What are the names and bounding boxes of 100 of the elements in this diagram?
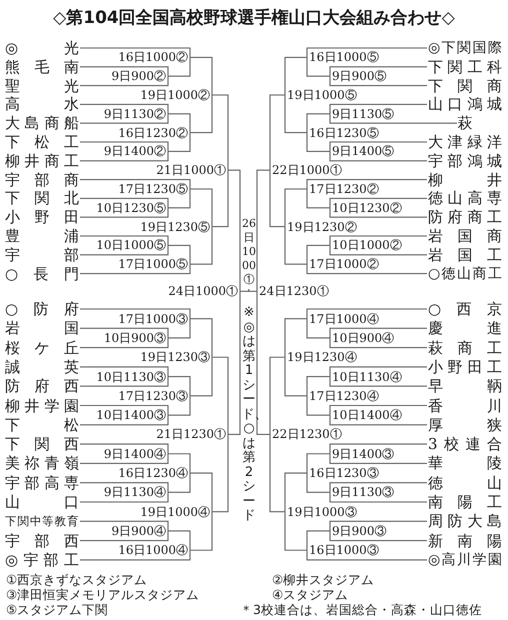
bracket-line <box>80 198 169 208</box>
bracket-line <box>228 170 241 292</box>
bracket-line <box>240 289 250 292</box>
bracket-line <box>80 328 169 338</box>
match-label: 17日1230② <box>307 182 379 196</box>
bracket-line <box>269 94 285 170</box>
bracket-line <box>80 308 191 319</box>
bracket-line <box>306 308 427 319</box>
match-label: 10日1400④ <box>330 408 402 422</box>
match-label: 19日1000② <box>140 88 212 102</box>
team-name: 柳井 <box>428 170 502 189</box>
match-label: 10日900③ <box>104 330 168 345</box>
team-name: 宇部 <box>5 246 79 264</box>
bracket-line <box>190 318 213 358</box>
team-name: 慶進 <box>428 319 502 338</box>
bracket-line <box>80 114 169 124</box>
match-label: 19日1000③ <box>285 504 357 519</box>
match-label: 9日1400⑤ <box>330 144 394 158</box>
bracket-line <box>329 104 427 114</box>
team-name: 桜ケ丘 <box>5 338 79 357</box>
bracket-line <box>190 472 213 512</box>
bracket-line <box>168 396 191 416</box>
seed-note: ※◎は第1シード、○は第2シード <box>242 306 256 524</box>
team-name: 宇部高専 <box>5 474 79 492</box>
stadium-note: ①西京きずなスタジアム <box>6 573 148 587</box>
team-name: 岩国 <box>5 319 79 338</box>
bracket-line <box>306 550 427 560</box>
match-label: 21日1230① <box>156 427 228 442</box>
bracket-line <box>306 47 427 58</box>
bracket-line <box>284 226 307 265</box>
match-label: 24日1230① <box>257 284 329 298</box>
match-label: 17日1000④ <box>307 312 379 326</box>
team-name: 華陵 <box>428 454 502 472</box>
bracket-line <box>80 520 169 531</box>
match-label: 9日1130④ <box>104 485 168 500</box>
match-label: 24日1000① <box>168 284 240 298</box>
bracket-line <box>306 453 330 474</box>
stadium-note: ④スタジアム <box>272 588 348 602</box>
bracket-line <box>329 376 427 387</box>
match-label: 17日1230④ <box>307 388 379 403</box>
team-name: 岩国商 <box>428 227 502 245</box>
team-name: 下関商 <box>428 76 502 95</box>
match-label: 16日1230② <box>118 126 190 140</box>
bracket-line <box>256 170 270 292</box>
team-name: 大島商船 <box>5 114 79 132</box>
team-name: 防府商工 <box>428 208 502 226</box>
bracket-line <box>80 482 169 492</box>
footnote: ＊3校連合は、岩国総合・高森・山口徳佐 <box>240 603 482 617</box>
match-label: 16日1230④ <box>118 466 190 480</box>
match-label: 22日1000① <box>270 163 342 178</box>
team-name: 徳山 <box>428 474 502 492</box>
bracket-line <box>80 264 191 274</box>
team-name: 下関北 <box>5 189 79 208</box>
team-name: 岩国工 <box>428 246 502 264</box>
bracket-line <box>269 434 285 512</box>
match-label: 9日1130③ <box>330 485 394 500</box>
bracket-line <box>329 66 427 76</box>
match-label: 9日1130⑤ <box>330 106 394 121</box>
title: ◇第104回全国高校野球選手権山口大会組み合わせ◇ <box>52 7 456 29</box>
match-label: 9日1400② <box>104 144 168 158</box>
bracket-line <box>306 396 330 416</box>
bracket-line <box>329 492 427 503</box>
bracket-line <box>190 188 213 227</box>
match-label: 10日1230② <box>330 200 402 215</box>
bracket-line <box>329 245 427 256</box>
match-label: 17日1230⑤ <box>118 182 190 196</box>
bracket-line <box>80 76 169 86</box>
match-label: 16日1230⑤ <box>307 126 379 140</box>
bracket-line <box>80 208 169 218</box>
bracket-line <box>80 104 169 114</box>
match-label: 16日1000⑤ <box>307 50 379 64</box>
team-name: 宇部鴻城 <box>428 152 502 170</box>
bracket-line <box>80 415 169 426</box>
match-label: 16日1000② <box>118 50 190 64</box>
bracket-line <box>168 57 191 77</box>
bracket-line <box>329 114 457 124</box>
match-label: 16日1230③ <box>307 466 379 480</box>
bracket-line <box>80 366 169 377</box>
team-name: 柳井学園 <box>5 396 79 414</box>
bracket-line <box>306 57 330 77</box>
bracket-line <box>80 47 191 58</box>
bracket-line <box>80 338 169 348</box>
bracket-line <box>168 132 191 152</box>
stadium-note: ⑤スタジアム下関 <box>6 603 108 617</box>
bracket-line <box>256 291 270 435</box>
bracket-line <box>80 530 169 542</box>
bracket-line <box>190 56 213 95</box>
match-label: 19日1000⑤ <box>285 88 357 102</box>
match-label: 10日1130④ <box>330 370 402 384</box>
bracket-line <box>190 512 213 551</box>
team-name: 宇部西 <box>5 532 79 550</box>
team-name: ◎宇部工 <box>5 550 79 569</box>
team-name: ○防府 <box>5 300 79 318</box>
bracket-line <box>284 318 307 358</box>
bracket-line <box>306 189 330 208</box>
bracket-line <box>306 264 427 274</box>
match-label: 10日1130③ <box>96 370 168 384</box>
team-name: 小野田 <box>5 208 79 226</box>
bracket-line <box>168 113 191 133</box>
match-label: 10日1000⑤ <box>96 238 168 252</box>
